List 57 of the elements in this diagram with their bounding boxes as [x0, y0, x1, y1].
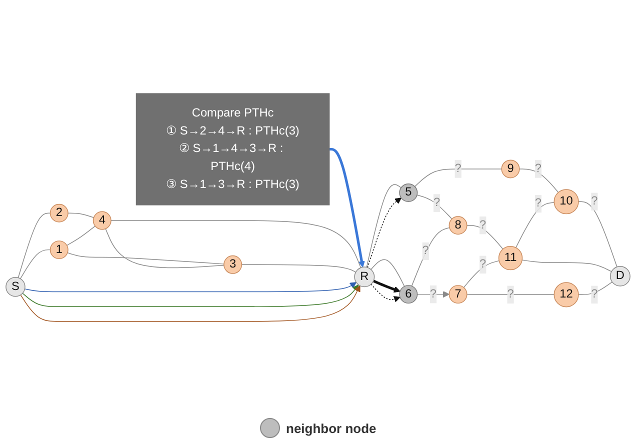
arrow	[370, 284, 400, 302]
node-circle: 6	[399, 285, 418, 304]
connector	[466, 225, 504, 250]
edge-label: ?	[534, 162, 542, 175]
arrow	[24, 282, 356, 292]
node-circle: 4	[92, 211, 112, 230]
connector	[68, 212, 94, 218]
arrow	[22, 284, 359, 307]
node-circle: 11	[498, 246, 523, 270]
node-circle: 9	[501, 160, 520, 178]
arrow	[416, 291, 450, 298]
node-circle: 12	[554, 282, 579, 308]
node-circle: 7	[448, 285, 468, 304]
node-circle: S	[6, 276, 26, 297]
node-circle: D	[610, 266, 630, 286]
arrow	[367, 198, 402, 268]
connector	[416, 194, 452, 220]
connector	[18, 212, 51, 278]
connector	[414, 168, 502, 187]
connector	[20, 249, 51, 280]
node-circle: 8	[448, 216, 468, 235]
legend-label: neighbor node	[286, 420, 376, 436]
edge-label: ?	[422, 244, 429, 258]
node-circle: 1	[50, 240, 68, 260]
edge-label: ?	[454, 162, 462, 175]
connector	[411, 227, 450, 286]
edge-label: ?	[430, 288, 437, 300]
connector	[578, 201, 618, 268]
connector	[105, 228, 224, 268]
connector	[66, 226, 96, 246]
connector	[466, 294, 554, 296]
arrow	[329, 148, 365, 268]
arrow	[20, 285, 360, 322]
arrow	[372, 280, 400, 293]
connector	[241, 264, 356, 273]
node-circle: 3	[224, 255, 242, 274]
connector	[370, 259, 405, 287]
edge-label: ?	[433, 196, 440, 209]
node-circle: 2	[50, 204, 68, 222]
edge-label: ?	[507, 288, 514, 301]
node-circle: 10	[554, 189, 579, 214]
connector	[522, 260, 612, 272]
edge-label: ?	[591, 288, 598, 301]
connector	[515, 202, 555, 248]
connector	[366, 184, 402, 268]
connector	[110, 220, 362, 268]
connector	[578, 282, 613, 296]
edge-label: ?	[534, 197, 542, 210]
connector	[463, 260, 500, 288]
edge-label: ?	[480, 258, 486, 271]
edge-label: ?	[480, 218, 486, 232]
node-box: Compare PTHc ① S→2→4→R : PTHc(3) ② S→1→4→3→R : PTHc(4) ③ S→1→3→R : PTHc(3)	[136, 93, 330, 206]
node-circle: 5	[399, 183, 418, 202]
edge-label: ?	[591, 194, 598, 208]
connector	[519, 168, 559, 193]
node-circle: R	[354, 266, 375, 288]
connector	[67, 252, 224, 264]
